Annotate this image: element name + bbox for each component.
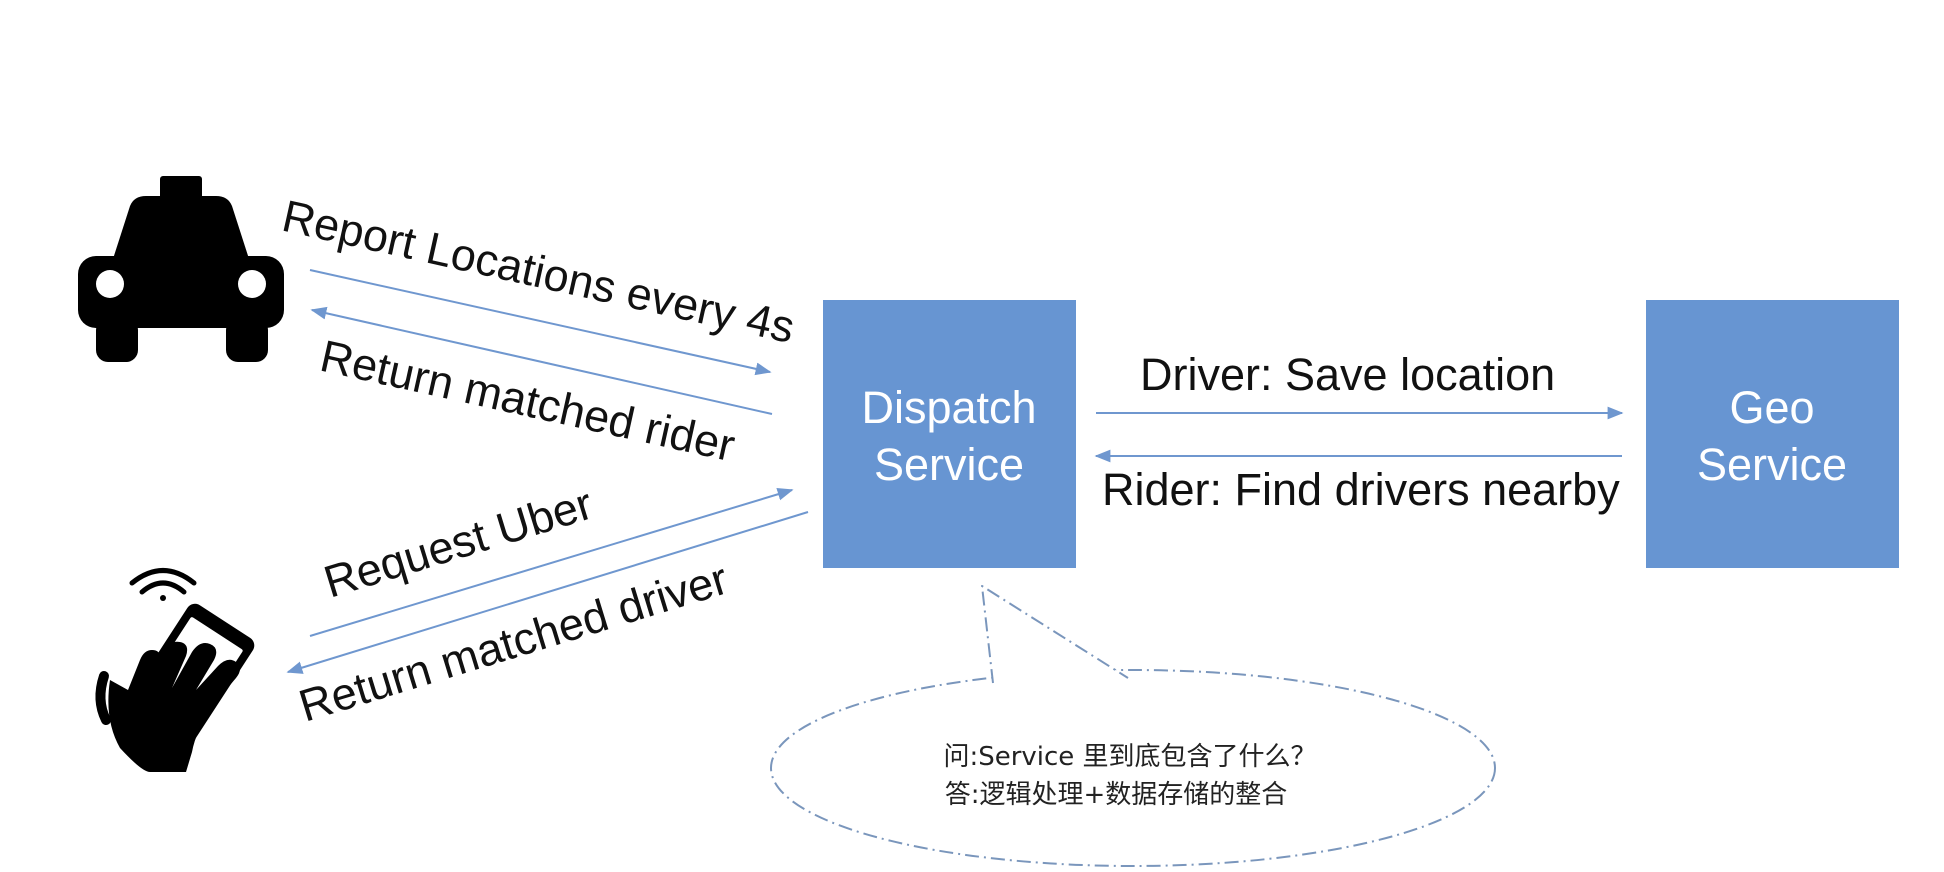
save-location-label: Driver: Save location bbox=[1140, 349, 1555, 400]
return-matched-driver-arrow bbox=[286, 511, 809, 674]
dispatch-service-label-line2: Service bbox=[874, 439, 1024, 490]
request-uber-arrow bbox=[309, 488, 794, 637]
dispatch-service-label-line1: Dispatch bbox=[861, 382, 1036, 433]
geo-service-label-line2: Service bbox=[1697, 439, 1847, 490]
dispatch-service-box bbox=[823, 300, 1076, 568]
report-locations-label: Report Locations every 4s bbox=[278, 190, 799, 353]
return-matched-rider-arrow bbox=[310, 306, 773, 415]
callout-answer: 答:逻辑处理+数据存储的整合 bbox=[945, 780, 1288, 810]
taxi-icon bbox=[78, 176, 284, 362]
geo-service-label-line1: Geo bbox=[1729, 382, 1814, 433]
report-locations-arrow bbox=[309, 269, 772, 376]
find-drivers-label: Rider: Find drivers nearby bbox=[1102, 464, 1620, 515]
geo-service-box bbox=[1646, 300, 1899, 568]
callout-question: 问:Service 里到底包含了什么？ bbox=[943, 742, 1316, 772]
callout-bubble bbox=[770, 585, 1496, 867]
request-uber-label: Request Uber bbox=[318, 478, 598, 608]
phone-in-hand-icon bbox=[95, 568, 255, 772]
